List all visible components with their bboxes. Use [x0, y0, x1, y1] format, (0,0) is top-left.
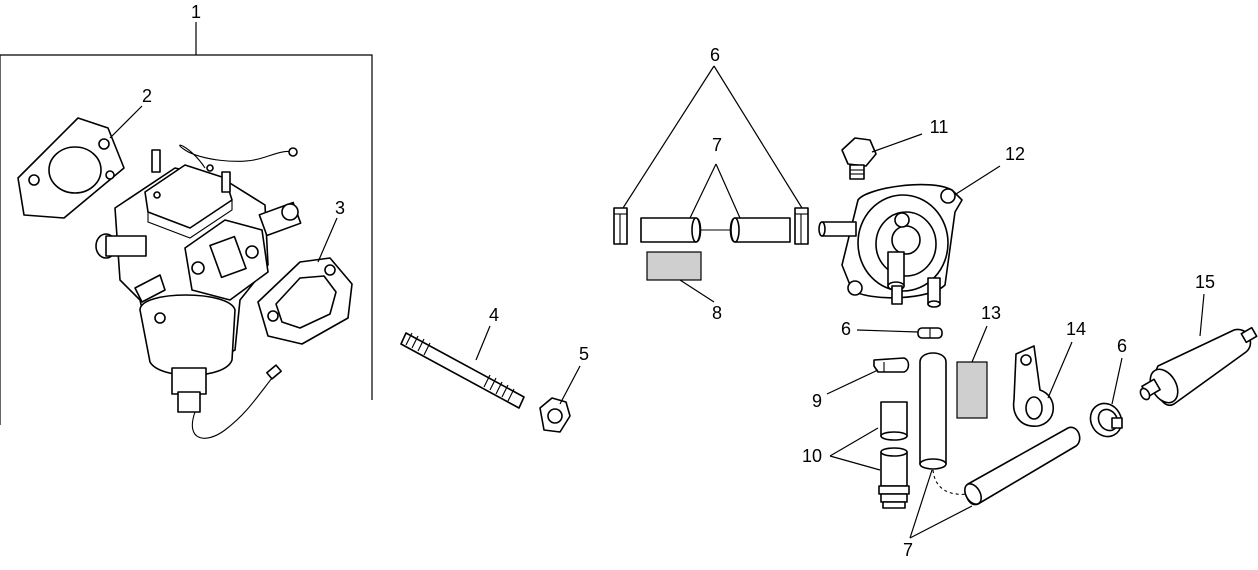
- label-icon: [956, 361, 988, 419]
- callout-7-bottom: 7: [903, 540, 913, 560]
- assembly-bracket: [0, 22, 373, 425]
- callout-5: 5: [579, 344, 589, 364]
- callout-4: 4: [489, 305, 499, 325]
- callout-2: 2: [142, 86, 152, 106]
- clip-icon: [873, 357, 910, 373]
- line-clamp-icon: [1012, 345, 1054, 427]
- fuel-filter-icon: [1139, 326, 1258, 407]
- stud-icon: [400, 332, 525, 409]
- callout-7-top: 7: [712, 135, 722, 155]
- callout-9: 9: [812, 391, 822, 411]
- intake-gasket-icon: [257, 257, 353, 345]
- fitting-icon: [878, 401, 910, 509]
- callout-14: 14: [1066, 319, 1086, 339]
- callout-6-top: 6: [710, 45, 720, 65]
- fuel-line-lower-icon: [919, 352, 1081, 506]
- fuel-pump-icon: [818, 183, 963, 308]
- plug-icon: [841, 137, 877, 180]
- fuel-line-sleeve-icon: [646, 251, 702, 281]
- callout-6-mid: 6: [841, 319, 851, 339]
- carburetor-gasket-icon: [17, 117, 125, 219]
- hose-clamp-icon: [613, 207, 809, 245]
- callout-1: 1: [191, 2, 201, 22]
- callout-13: 13: [981, 303, 1001, 323]
- callout-8: 8: [712, 303, 722, 323]
- callout-labels: 1 2 3 4 5 6 7 8 11 12 6 13 14 6 15 9 10 …: [142, 2, 1215, 560]
- small-clamp-icon: [917, 327, 943, 339]
- hose-clamp-right-icon: [1089, 402, 1123, 438]
- callout-10: 10: [802, 446, 822, 466]
- nut-icon: [539, 397, 571, 433]
- carburetor-icon: [95, 144, 302, 439]
- callout-11: 11: [930, 117, 949, 137]
- callout-15: 15: [1195, 272, 1215, 292]
- leader-lines: [109, 65, 1205, 539]
- callout-12: 12: [1005, 144, 1025, 164]
- callout-6-right: 6: [1117, 336, 1127, 356]
- callout-3: 3: [335, 198, 345, 218]
- fuel-line-icon: [640, 217, 791, 243]
